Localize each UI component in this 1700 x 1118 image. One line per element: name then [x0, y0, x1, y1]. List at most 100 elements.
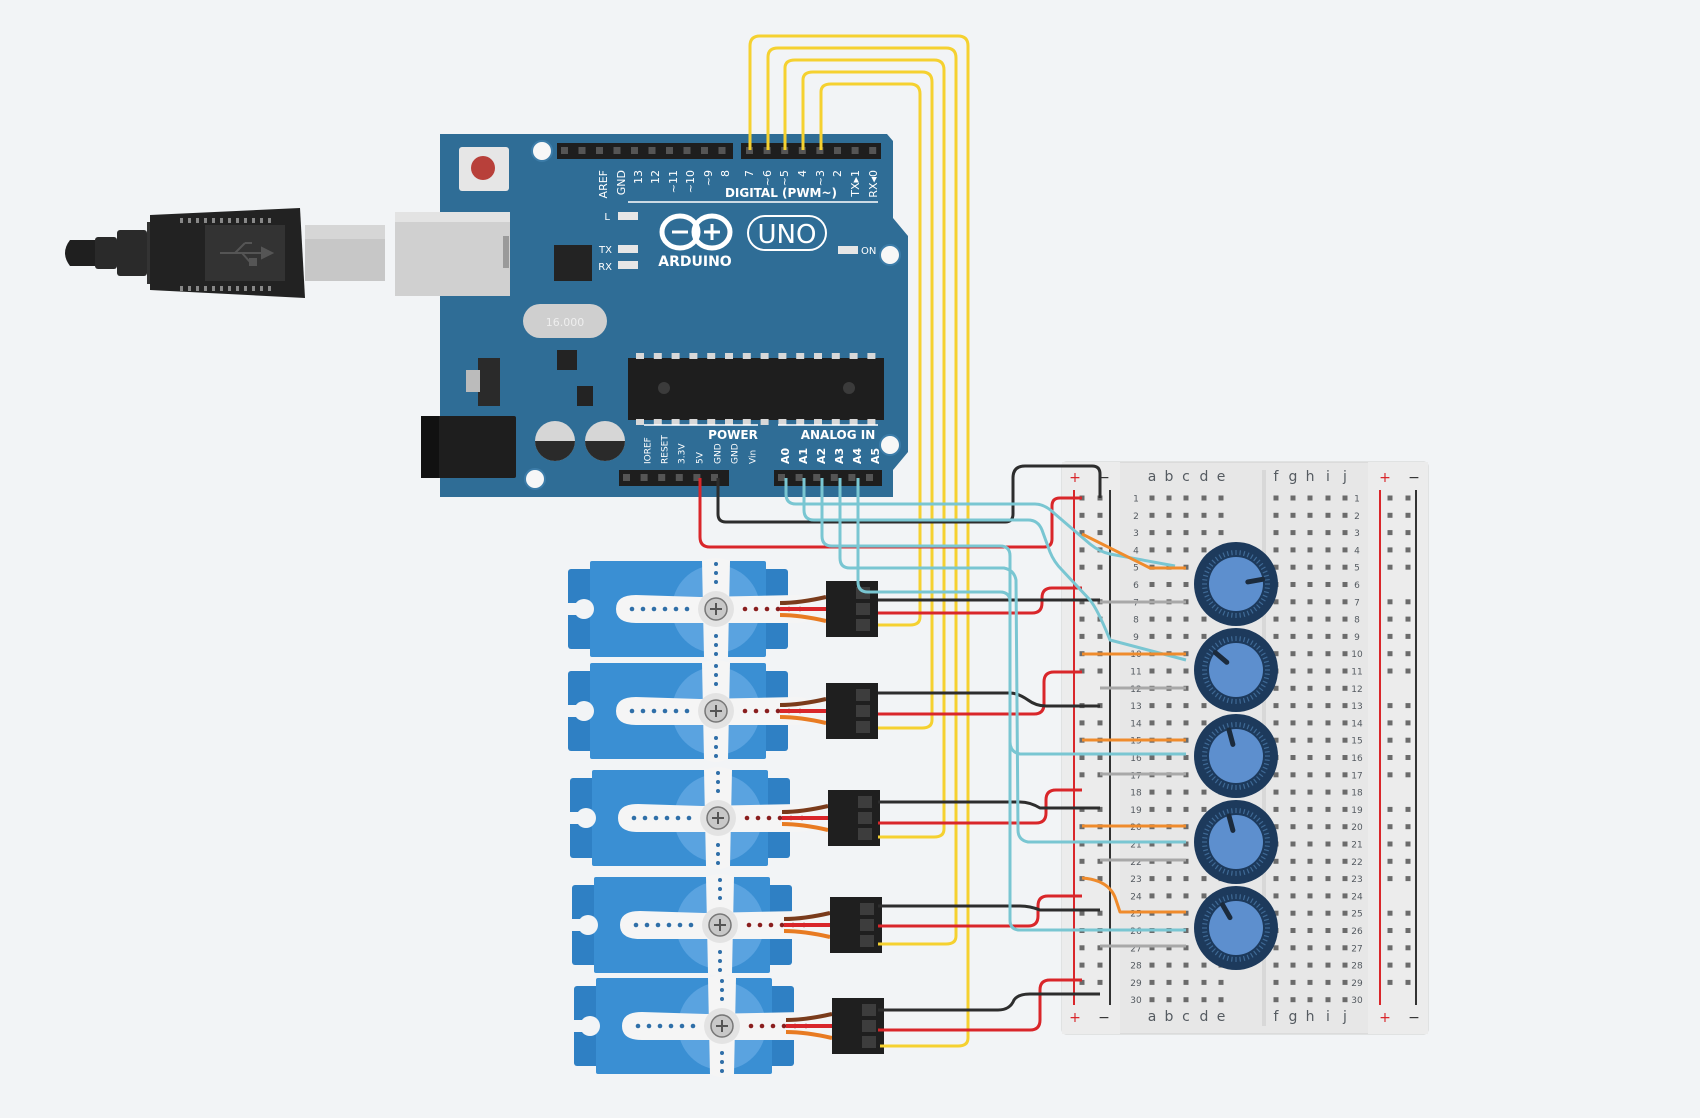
- breadboard-hole[interactable]: [1325, 755, 1331, 760]
- rail-hole[interactable]: [1097, 945, 1103, 951]
- breadboard-hole[interactable]: [1183, 616, 1189, 622]
- breadboard-hole[interactable]: [1218, 512, 1224, 518]
- breadboard-hole[interactable]: [1166, 755, 1172, 760]
- breadboard-hole[interactable]: [1273, 616, 1279, 622]
- breadboard-hole[interactable]: [1342, 841, 1348, 847]
- rail-hole[interactable]: [1079, 910, 1085, 916]
- breadboard-hole[interactable]: [1149, 841, 1155, 847]
- breadboard-hole[interactable]: [1290, 789, 1296, 795]
- header-pin[interactable]: [658, 474, 666, 481]
- header-pin[interactable]: [781, 147, 789, 154]
- header-pin[interactable]: [798, 147, 806, 154]
- breadboard-hole[interactable]: [1149, 755, 1155, 760]
- breadboard-hole[interactable]: [1290, 582, 1296, 587]
- breadboard-hole[interactable]: [1183, 841, 1189, 847]
- breadboard-hole[interactable]: [1307, 962, 1313, 968]
- rail-hole[interactable]: [1405, 616, 1411, 622]
- breadboard-hole[interactable]: [1325, 962, 1331, 968]
- breadboard-hole[interactable]: [1183, 893, 1189, 899]
- rail-hole[interactable]: [1405, 928, 1411, 933]
- breadboard-hole[interactable]: [1218, 997, 1224, 1003]
- breadboard-hole[interactable]: [1273, 530, 1279, 536]
- rail-hole[interactable]: [1079, 530, 1085, 536]
- rail-hole[interactable]: [1079, 841, 1085, 847]
- rail-hole[interactable]: [1405, 651, 1411, 657]
- header-pin[interactable]: [834, 147, 841, 154]
- breadboard-hole[interactable]: [1201, 720, 1207, 726]
- header-pin[interactable]: [795, 474, 803, 481]
- breadboard-hole[interactable]: [1183, 876, 1189, 882]
- breadboard-hole[interactable]: [1342, 495, 1348, 501]
- breadboard-hole[interactable]: [1307, 547, 1313, 553]
- breadboard-hole[interactable]: [1149, 720, 1155, 726]
- breadboard-hole[interactable]: [1325, 616, 1331, 622]
- breadboard-hole[interactable]: [1273, 720, 1279, 726]
- breadboard-hole[interactable]: [1183, 547, 1189, 553]
- breadboard-hole[interactable]: [1307, 772, 1313, 778]
- rail-hole[interactable]: [1079, 962, 1085, 968]
- breadboard-hole[interactable]: [1307, 979, 1313, 985]
- rail-hole[interactable]: [1097, 720, 1103, 726]
- breadboard-hole[interactable]: [1273, 876, 1279, 882]
- header-pin[interactable]: [640, 474, 648, 481]
- breadboard-hole[interactable]: [1307, 789, 1313, 795]
- rail-hole[interactable]: [1405, 824, 1411, 830]
- breadboard-hole[interactable]: [1149, 979, 1155, 985]
- breadboard-hole[interactable]: [1218, 495, 1224, 501]
- breadboard-hole[interactable]: [1290, 720, 1296, 726]
- rail-hole[interactable]: [1387, 703, 1393, 709]
- rail-hole[interactable]: [1079, 755, 1085, 760]
- rail-hole[interactable]: [1387, 928, 1393, 933]
- breadboard-hole[interactable]: [1325, 512, 1331, 518]
- breadboard-hole[interactable]: [1342, 755, 1348, 760]
- breadboard-hole[interactable]: [1183, 582, 1189, 587]
- rail-hole[interactable]: [1097, 876, 1103, 882]
- breadboard-hole[interactable]: [1273, 685, 1279, 691]
- breadboard-hole[interactable]: [1149, 962, 1155, 968]
- breadboard-hole[interactable]: [1325, 841, 1331, 847]
- rail-hole[interactable]: [1097, 668, 1103, 674]
- breadboard-hole[interactable]: [1166, 962, 1172, 968]
- servo-connector[interactable]: [826, 683, 878, 739]
- breadboard-hole[interactable]: [1201, 893, 1207, 899]
- servo-connector[interactable]: [826, 581, 878, 637]
- breadboard-hole[interactable]: [1307, 685, 1313, 691]
- breadboard-hole[interactable]: [1166, 893, 1172, 899]
- breadboard-hole[interactable]: [1342, 720, 1348, 726]
- breadboard-hole[interactable]: [1273, 893, 1279, 899]
- breadboard-hole[interactable]: [1273, 945, 1279, 951]
- breadboard-hole[interactable]: [1325, 668, 1331, 674]
- breadboard-hole[interactable]: [1166, 997, 1172, 1003]
- digital-header-right[interactable]: [741, 143, 881, 159]
- breadboard-hole[interactable]: [1273, 512, 1279, 518]
- breadboard-hole[interactable]: [1342, 962, 1348, 968]
- breadboard-hole[interactable]: [1290, 755, 1296, 760]
- breadboard-hole[interactable]: [1325, 928, 1331, 933]
- rail-hole[interactable]: [1097, 962, 1103, 968]
- breadboard-hole[interactable]: [1290, 495, 1296, 501]
- breadboard-hole[interactable]: [1342, 979, 1348, 985]
- rail-hole[interactable]: [1405, 772, 1411, 778]
- rail-hole[interactable]: [1097, 633, 1103, 639]
- breadboard-hole[interactable]: [1307, 582, 1313, 587]
- breadboard-hole[interactable]: [1183, 633, 1189, 639]
- breadboard-hole[interactable]: [1273, 858, 1279, 864]
- breadboard-hole[interactable]: [1307, 841, 1313, 847]
- breadboard-hole[interactable]: [1325, 547, 1331, 553]
- header-pin[interactable]: [613, 147, 621, 154]
- rail-hole[interactable]: [1079, 616, 1085, 622]
- breadboard-hole[interactable]: [1342, 668, 1348, 674]
- servo-motor[interactable]: [570, 874, 882, 976]
- breadboard-hole[interactable]: [1307, 876, 1313, 882]
- header-pin[interactable]: [746, 147, 753, 154]
- rail-hole[interactable]: [1079, 772, 1085, 778]
- breadboard-hole[interactable]: [1149, 512, 1155, 518]
- usb-cable[interactable]: [65, 208, 385, 298]
- header-pin[interactable]: [866, 474, 873, 481]
- header-pin[interactable]: [711, 474, 718, 481]
- breadboard-hole[interactable]: [1342, 633, 1348, 639]
- breadboard-hole[interactable]: [1201, 512, 1207, 518]
- rail-hole[interactable]: [1079, 633, 1085, 639]
- breadboard-hole[interactable]: [1325, 979, 1331, 985]
- rail-hole[interactable]: [1387, 495, 1393, 501]
